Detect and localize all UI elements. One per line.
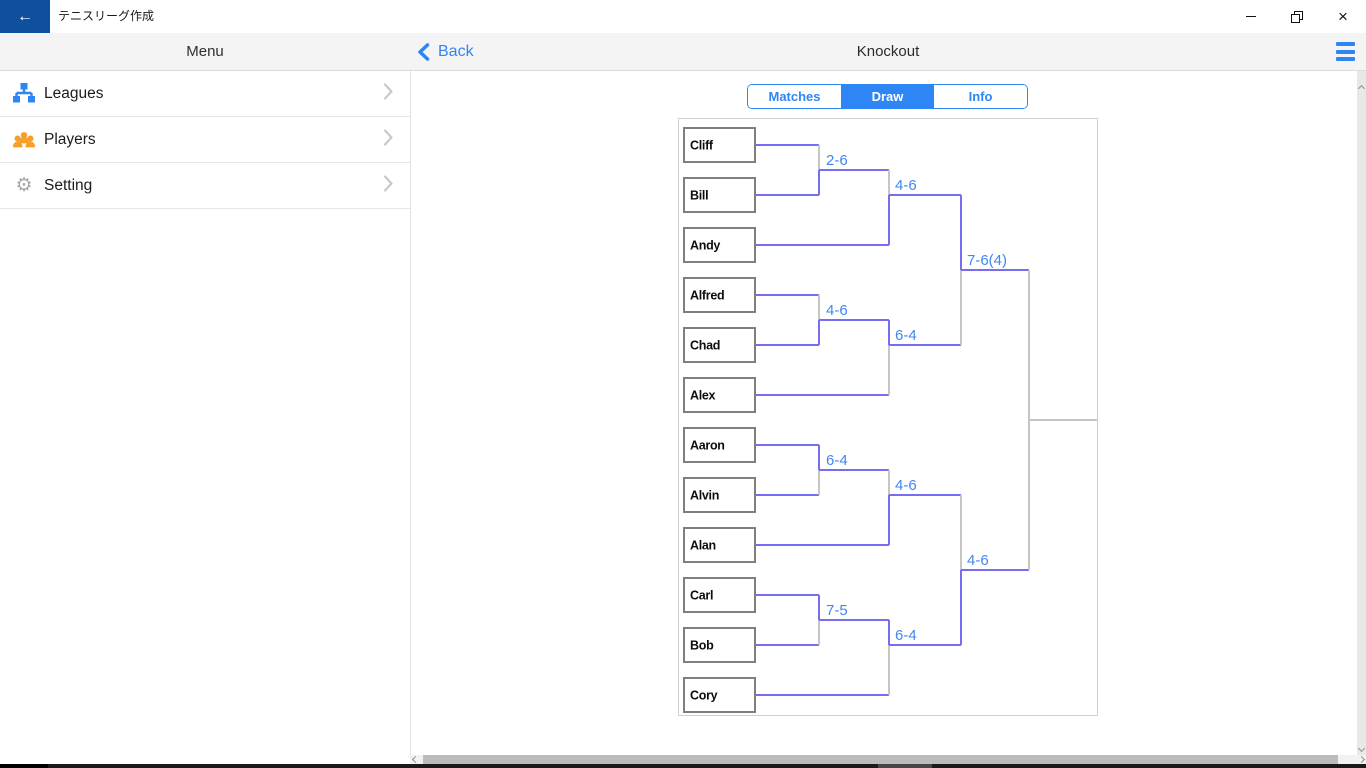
back-arrow-icon: ← — [17, 7, 33, 25]
window-titlebar: ← テニスリーグ作成 × — [0, 0, 1366, 33]
tab-info[interactable]: Info — [934, 85, 1027, 108]
score-label: 7-5 — [826, 602, 848, 619]
player-name: Bill — [690, 189, 708, 203]
menu-panel-title: Menu — [186, 43, 224, 60]
chevron-right-icon — [383, 82, 393, 105]
back-link[interactable]: Back — [417, 33, 474, 71]
player-box[interactable] — [683, 627, 756, 663]
chevron-left-icon — [418, 43, 430, 61]
player-box[interactable] — [683, 427, 756, 463]
player-name: Cory — [690, 689, 718, 703]
player-name: Cliff — [690, 139, 714, 153]
panel-divider — [410, 71, 411, 755]
player-box[interactable] — [683, 377, 756, 413]
player-name: Bob — [690, 639, 714, 653]
knockout-bracket: CliffBillAndyAlfredChadAlexAaronAlvinAla… — [683, 127, 1097, 713]
score-label: 4-6 — [895, 177, 917, 194]
close-button[interactable]: × — [1320, 0, 1366, 33]
sidebar-item-leagues[interactable]: Leagues — [0, 71, 410, 117]
player-box[interactable] — [683, 477, 756, 513]
vertical-scrollbar[interactable] — [1357, 71, 1366, 755]
score-label: 2-6 — [826, 152, 848, 169]
tab-draw[interactable]: Draw — [841, 85, 934, 108]
close-icon: × — [1338, 7, 1348, 26]
restore-button[interactable] — [1274, 0, 1320, 33]
player-box[interactable] — [683, 277, 756, 313]
horizontal-scrollbar[interactable] — [410, 755, 1366, 764]
chevron-right-icon — [383, 128, 393, 151]
titlebar-back-button[interactable]: ← — [0, 0, 50, 33]
minimize-icon — [1246, 16, 1256, 17]
bottom-edge-strip — [0, 764, 1366, 768]
player-name: Alvin — [690, 489, 719, 503]
sidebar-item-label: Players — [44, 130, 96, 148]
score-label: 4-6 — [967, 552, 989, 569]
people-icon — [13, 129, 35, 151]
draw-tab-control: Matches Draw Info — [747, 84, 1028, 109]
sidebar-item-label: Leagues — [44, 84, 104, 102]
sidebar-menu: Leagues Players ⚙ Setting — [0, 71, 410, 209]
player-name: Alex — [690, 389, 716, 403]
gear-icon: ⚙ — [15, 174, 33, 196]
sitemap-icon — [13, 83, 35, 105]
score-label: 4-6 — [895, 477, 917, 494]
score-label: 4-6 — [826, 302, 848, 319]
sidebar-item-setting[interactable]: ⚙ Setting — [0, 163, 410, 209]
chevron-right-icon — [383, 174, 393, 197]
player-box[interactable] — [683, 177, 756, 213]
score-label: 6-4 — [895, 327, 917, 344]
player-box[interactable] — [683, 527, 756, 563]
tab-matches[interactable]: Matches — [748, 85, 841, 108]
player-name: Chad — [690, 339, 720, 353]
player-box[interactable] — [683, 677, 756, 713]
hamburger-menu-icon[interactable] — [1336, 42, 1355, 61]
sidebar-item-label: Setting — [44, 176, 93, 194]
player-name: Alfred — [690, 289, 724, 303]
player-name: Alan — [690, 539, 716, 553]
player-name: Aaron — [690, 439, 725, 453]
player-box[interactable] — [683, 127, 756, 163]
player-name: Carl — [690, 589, 713, 603]
page-title: Knockout — [856, 43, 920, 60]
back-link-label: Back — [438, 43, 474, 60]
score-label: 7-6(4) — [967, 252, 1007, 269]
score-label: 6-4 — [826, 452, 848, 469]
minimize-button[interactable] — [1228, 0, 1274, 33]
page-header: Menu Back Knockout — [0, 33, 1366, 71]
restore-icon — [1291, 10, 1303, 23]
sidebar-item-players[interactable]: Players — [0, 117, 410, 163]
score-label: 6-4 — [895, 627, 917, 644]
player-name: Andy — [690, 239, 720, 253]
app-title: テニスリーグ作成 — [58, 9, 155, 23]
player-box[interactable] — [683, 327, 756, 363]
horizontal-scrollbar-thumb[interactable] — [423, 755, 1338, 764]
